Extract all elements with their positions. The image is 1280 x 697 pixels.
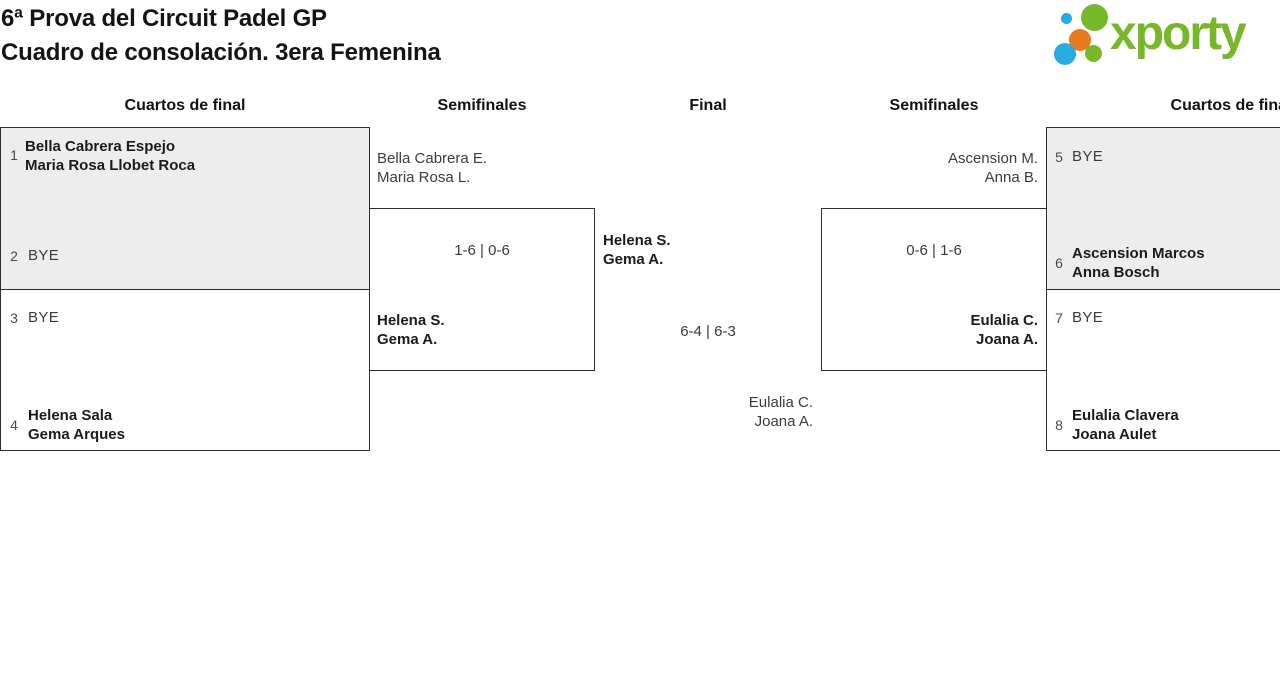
seed-number: 4: [10, 417, 18, 433]
logo-dot-blue-big-icon: [1054, 43, 1076, 65]
team-names-qf2: Helena Sala Gema Arques: [28, 406, 125, 444]
round-header-quarterfinals-left: Cuartos de final: [124, 97, 246, 114]
seed-number: 1: [10, 147, 18, 163]
bracket-subtitle: Cuadro de consolación. 3era Femenina: [1, 39, 441, 66]
player-name: Eulalia C.: [748, 394, 813, 411]
match-score-final: 6-4 | 6-3: [680, 323, 736, 340]
bye-label: BYE: [1072, 148, 1104, 165]
player-name: Anna B.: [984, 169, 1038, 186]
player-name: Joana A.: [754, 413, 813, 430]
player-name: Joana A.: [976, 331, 1038, 348]
seed-number: 3: [10, 310, 18, 326]
seed-number: 8: [1055, 417, 1063, 433]
team-names-final-bottom: Eulalia C. Joana A.: [595, 393, 813, 431]
player-name: Eulalia Clavera: [1072, 407, 1179, 424]
seed-number: 5: [1055, 149, 1063, 165]
match-box-qf-right-bottom[interactable]: [1046, 289, 1280, 451]
player-name: Anna Bosch: [1072, 264, 1160, 281]
logo-dot-green-big-icon: [1081, 4, 1108, 31]
player-name: Bella Cabrera Espejo: [25, 138, 176, 155]
team-names-sf-right-winner: Eulalia C. Joana A.: [821, 311, 1038, 349]
team-names-qf3: Ascension Marcos Anna Bosch: [1072, 244, 1205, 282]
logo-dot-green-small-icon: [1085, 45, 1102, 62]
player-name: Maria Rosa Llobet Roca: [25, 157, 196, 174]
logo-wordmark: xporty: [1110, 7, 1247, 60]
round-header-quarterfinals-right: Cuartos de final: [1170, 97, 1280, 114]
page-title: 6ª Prova del Circuit Padel GP Cuadro de …: [1, 2, 441, 70]
round-header-semifinals-right: Semifinales: [889, 97, 979, 114]
seed-number: 7: [1055, 310, 1063, 326]
tournament-title: 6ª Prova del Circuit Padel GP: [1, 5, 327, 32]
player-name: Helena Sala: [28, 407, 113, 424]
bye-label: BYE: [28, 247, 60, 264]
player-name: Joana Aulet: [1072, 426, 1157, 443]
player-name: Maria Rosa L.: [377, 169, 471, 186]
player-name: Ascension M.: [947, 150, 1038, 167]
match-score-sf-right: 0-6 | 1-6: [906, 242, 962, 259]
player-name: Helena S.: [603, 232, 671, 249]
seed-number: 6: [1055, 255, 1063, 271]
match-score-sf-left: 1-6 | 0-6: [454, 242, 510, 259]
player-name: Gema A.: [603, 251, 664, 268]
match-box-qf-left-bottom[interactable]: [0, 289, 370, 451]
match-box-semifinal-left[interactable]: [369, 208, 595, 371]
player-name: Ascension Marcos: [1072, 245, 1205, 262]
bye-label: BYE: [28, 309, 60, 326]
xporty-logo[interactable]: xporty: [1048, 2, 1276, 72]
player-name: Gema Arques: [28, 426, 125, 443]
seed-number: 2: [10, 248, 18, 264]
team-names-qf1: Bella Cabrera Espejo Maria Rosa Llobet R…: [25, 137, 195, 175]
team-names-sf-left-winner: Helena S. Gema A.: [377, 311, 445, 349]
player-name: Gema A.: [377, 331, 438, 348]
round-header-final: Final: [689, 97, 727, 114]
bye-label: BYE: [1072, 309, 1104, 326]
logo-dot-blue-small-icon: [1061, 13, 1072, 24]
team-names-sf-left-top: Bella Cabrera E. Maria Rosa L.: [377, 149, 487, 187]
player-name: Bella Cabrera E.: [377, 150, 488, 167]
logo-dot-orange-icon: [1069, 29, 1091, 51]
match-box-qf-right-top[interactable]: [1046, 127, 1280, 290]
team-names-qf4: Eulalia Clavera Joana Aulet: [1072, 406, 1179, 444]
match-box-semifinal-right[interactable]: [821, 208, 1047, 371]
player-name: Eulalia C.: [970, 312, 1038, 329]
team-names-sf-right-top: Ascension M. Anna B.: [821, 149, 1038, 187]
round-header-semifinals-left: Semifinales: [437, 97, 527, 114]
team-names-final-top: Helena S. Gema A.: [603, 231, 671, 269]
player-name: Helena S.: [377, 312, 445, 329]
